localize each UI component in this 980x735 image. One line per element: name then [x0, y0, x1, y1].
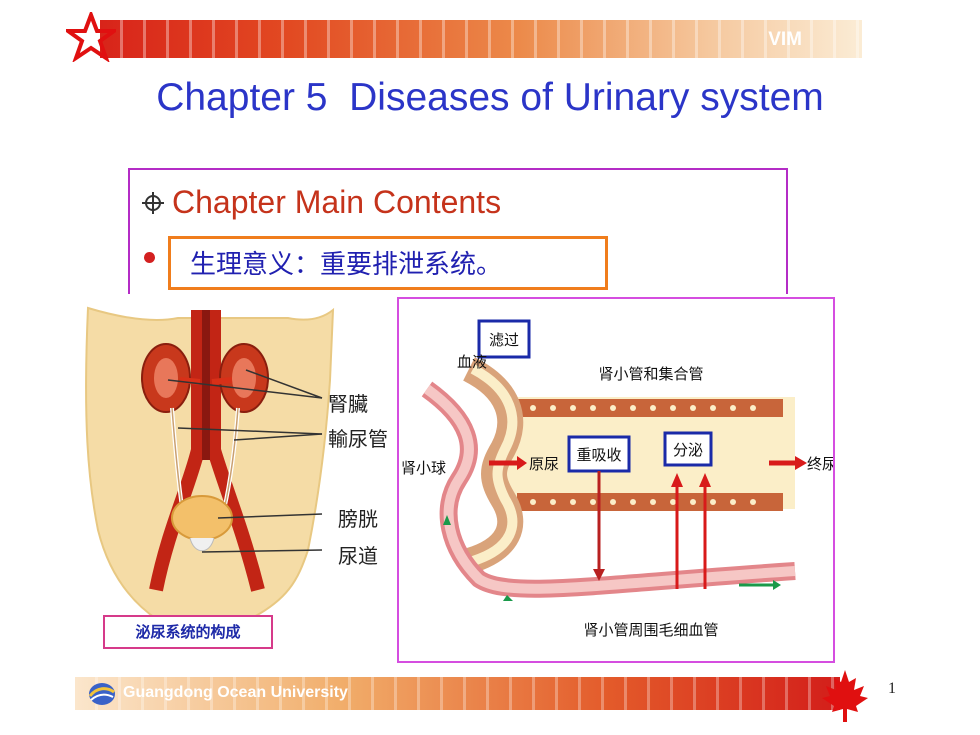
reabsorption-label: 重吸收: [576, 446, 621, 464]
nephron-diagram: 血液 滤过 肾小管和集合管 肾小球 原尿 重吸收 分泌 终尿 肾小管周围毛细血管: [397, 297, 835, 663]
capillary-label: 肾小管周围毛细血管: [583, 621, 718, 639]
ureter-label: 輸尿管: [328, 427, 388, 451]
university-name: Guangdong Ocean University: [123, 684, 348, 701]
crosshair-icon: [142, 191, 164, 214]
page-number: 1: [888, 680, 896, 697]
urinary-anatomy-figure: [85, 306, 335, 621]
brand-label: VIM: [768, 29, 802, 50]
kidney-label: 腎臟: [328, 392, 368, 416]
figure-caption: 泌尿系统的构成: [103, 615, 273, 649]
university-logo-icon: [88, 683, 115, 705]
glomerulus-label: 肾小球: [401, 459, 446, 477]
footer-banner: Guangdong Ocean University: [75, 677, 840, 710]
bullet-icon: [144, 252, 155, 263]
top-banner: VIM: [100, 20, 862, 58]
contents-heading-text: Chapter Main Contents: [172, 184, 502, 220]
bullet-text: 生理意义：重要排泄系统。: [190, 250, 503, 280]
contents-box: Chapter Main Contents 生理意义：重要排泄系统。: [128, 168, 788, 294]
nephron-svg: 血液 滤过 肾小管和集合管 肾小球 原尿 重吸收 分泌 终尿 肾小管周围毛细血管: [401, 319, 835, 639]
highlight-box: [168, 236, 608, 290]
slide-title: Chapter 5 Diseases of Urinary system: [156, 76, 824, 119]
bladder-label: 膀胱: [338, 507, 378, 531]
primary-urine-label: 原尿: [529, 455, 559, 473]
maple-leaf-icon: [822, 670, 868, 722]
blood-label: 血液: [457, 353, 487, 371]
filtration-label: 滤过: [489, 331, 519, 349]
urethra-label: 尿道: [338, 544, 378, 568]
contents-heading: Chapter Main Contents: [142, 184, 501, 221]
secretion-label: 分泌: [673, 441, 703, 459]
final-urine-label: 终尿: [807, 455, 835, 473]
star-icon: [66, 12, 116, 62]
tubule-label: 肾小管和集合管: [598, 365, 703, 383]
